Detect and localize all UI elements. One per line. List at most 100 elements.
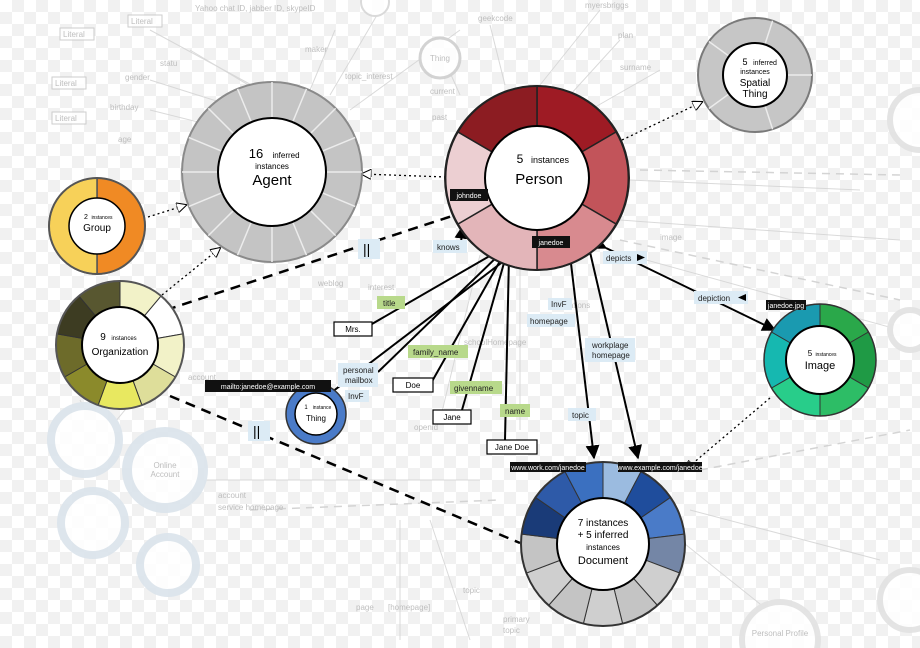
svg-text:maker: maker: [305, 45, 328, 54]
group-node[interactable]: 2 instances Group: [48, 177, 146, 275]
svg-text:5: 5: [808, 349, 813, 358]
svg-text:age: age: [118, 135, 132, 144]
svg-text:geekcode: geekcode: [478, 14, 513, 23]
tag-mailto: mailto:janedoe@example.com: [221, 384, 315, 391]
svg-text:Yahoo chat ID, jabber ID, skyp: Yahoo chat ID, jabber ID, skypeID: [195, 4, 316, 13]
svg-text:Image: Image: [805, 360, 836, 372]
svg-text:Person: Person: [515, 171, 563, 188]
svg-text:1: 1: [304, 405, 308, 411]
label-invf-1: InvF: [348, 392, 364, 401]
svg-text:[homepage]: [homepage]: [388, 603, 430, 612]
svg-text:instances: instances: [586, 543, 620, 552]
tag-work-url: www.work.com/janedoe: [510, 465, 585, 472]
label-knows: knows: [437, 243, 460, 252]
edge-org-agent: [161, 248, 220, 296]
label-title: title: [383, 299, 396, 308]
label-mailbox: mailbox: [345, 376, 373, 385]
value-jane-doe: Jane Doe: [495, 443, 530, 452]
svg-text:Literal: Literal: [55, 79, 77, 88]
svg-text:gender: gender: [125, 73, 150, 82]
svg-text:2: 2: [84, 214, 88, 221]
svg-text:past: past: [432, 113, 448, 122]
svg-text:Thing: Thing: [430, 54, 450, 63]
svg-text:page: page: [356, 603, 374, 612]
tag-example-url: www.example.com/janedoe: [616, 465, 702, 472]
svg-text:weblog: weblog: [317, 279, 343, 288]
faint-personal-profile: Personal Profile: [752, 629, 809, 638]
label-equiv-2: ||: [253, 423, 260, 439]
svg-text:instances: instances: [531, 155, 570, 165]
label-depicts: depicts: [606, 254, 631, 263]
svg-text:5: 5: [742, 57, 747, 67]
edge-title: [364, 249, 501, 329]
svg-text:instances: instances: [111, 336, 136, 342]
agent-node[interactable]: 16 inferred instances Agent: [181, 81, 363, 263]
image-node[interactable]: 5 instances Image: [763, 303, 877, 417]
thing-node[interactable]: 1 instance Thing: [285, 383, 347, 445]
edge-person-spatial: [621, 102, 702, 141]
svg-text:instances: instances: [255, 162, 289, 171]
svg-text:image: image: [660, 233, 682, 242]
edge-person-agent: [362, 174, 447, 177]
value-jane: Jane: [443, 413, 461, 422]
svg-text:service homepage: service homepage: [218, 503, 284, 512]
label-family-name: family_name: [413, 348, 459, 357]
spatial-thing-node[interactable]: 5 inferred instances Spatial Thing: [697, 17, 813, 133]
person-node[interactable]: 5 instances Person: [444, 85, 630, 271]
label-givenname: givenname: [454, 384, 494, 393]
svg-text:plan: plan: [618, 31, 633, 40]
label-depiction: depiction: [698, 294, 730, 303]
svg-text:instances: instances: [91, 215, 113, 221]
edge-image-document: [685, 397, 771, 470]
edge-labels: knows personal mailbox InvF InvF homepag…: [248, 239, 748, 441]
svg-text:topic: topic: [463, 586, 480, 595]
edge-homepage: [561, 241, 600, 460]
svg-text:Literal: Literal: [55, 114, 77, 123]
svg-text:inferred: inferred: [272, 151, 299, 160]
faint-online-account: Online Account: [151, 461, 181, 479]
svg-text:instance: instance: [313, 405, 332, 411]
edge-mbox: [377, 251, 503, 373]
tag-janedoe-jpg: janedoe.jpg: [767, 303, 804, 310]
svg-text:inferred: inferred: [753, 60, 777, 67]
svg-text:Organization: Organization: [92, 347, 149, 358]
svg-text:interest: interest: [368, 283, 395, 292]
svg-text:Agent: Agent: [252, 172, 292, 189]
svg-text:topic_interest: topic_interest: [345, 72, 393, 81]
svg-text:openid: openid: [414, 423, 438, 432]
label-workplage: workplage: [591, 341, 629, 350]
svg-text:Literal: Literal: [63, 30, 85, 39]
tag-janedoe: janedoe: [538, 240, 564, 247]
svg-text:+ 5 inferred: + 5 inferred: [578, 530, 629, 541]
value-boxes: Mrs. Doe Jane Jane Doe: [333, 321, 538, 455]
svg-text:7 instances: 7 instances: [578, 518, 629, 529]
svg-text:account: account: [218, 491, 247, 500]
svg-text:16: 16: [249, 146, 263, 161]
faint-literal-boxes: Literal Literal Literal Literal: [51, 14, 163, 125]
edge-group-agent: [147, 205, 186, 218]
faint-thing-node: Thing: [418, 36, 462, 80]
svg-text:Thing: Thing: [306, 414, 326, 423]
value-mrs: Mrs.: [345, 325, 361, 334]
label-equiv-1: ||: [363, 241, 370, 257]
document-node[interactable]: 7 instances + 5 inferred instances Docum…: [520, 461, 686, 627]
property-labels: title family_name givenname name: [377, 296, 530, 417]
value-doe: Doe: [406, 381, 421, 390]
svg-text:birthday: birthday: [110, 103, 138, 112]
svg-text:Account: Account: [151, 470, 181, 479]
label-invf-2: InvF: [551, 300, 567, 309]
label-personal: personal: [343, 366, 374, 375]
svg-text:Literal: Literal: [131, 17, 153, 26]
svg-text:Online: Online: [153, 461, 177, 470]
svg-text:instances: instances: [815, 352, 837, 358]
label-workplage-homepage: homepage: [592, 351, 630, 360]
svg-text:Document: Document: [578, 555, 628, 567]
svg-text:9: 9: [100, 332, 106, 343]
svg-text:schoolHomepage: schoolHomepage: [464, 338, 527, 347]
edge-family-name: [429, 253, 505, 386]
label-topic: topic: [572, 411, 589, 420]
svg-text:instances: instances: [740, 69, 770, 76]
organization-node[interactable]: 9 instances Organization: [55, 280, 185, 410]
label-name: name: [505, 407, 526, 416]
